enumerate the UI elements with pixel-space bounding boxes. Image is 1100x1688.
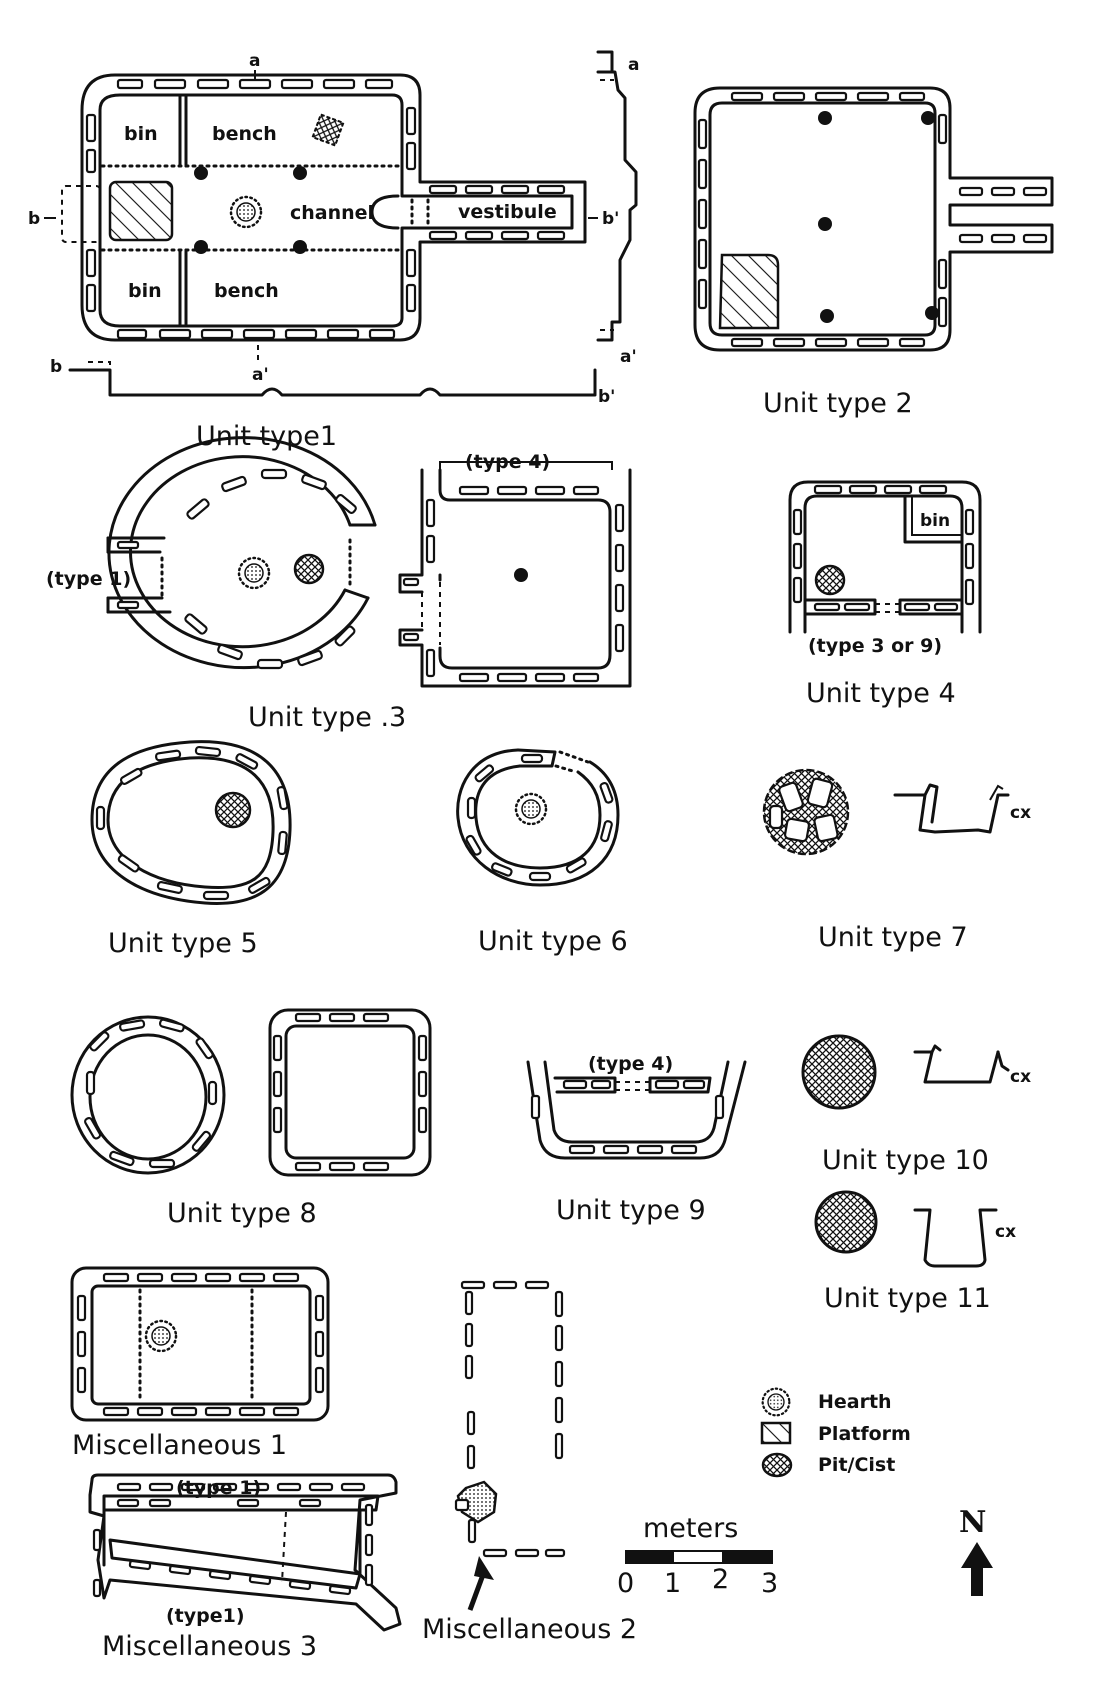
bin-label-south: bin <box>128 280 162 302</box>
caption-unit-type-1: Unit type1 <box>196 421 337 452</box>
miscellaneous-1-plan <box>70 1266 330 1422</box>
unit-type-4-plan: bin (type 3 or 9) <box>788 480 982 657</box>
scale-tick-1: 1 <box>664 1568 681 1599</box>
adjacent-label-type4-unit9: (type 4) <box>588 1053 673 1075</box>
caption-unit-type-3: Unit type .3 <box>248 702 406 733</box>
cx-label-unit11: cx <box>995 1222 1016 1242</box>
entrance-arrow-icon <box>467 1556 494 1611</box>
adjacent-label-type1-unit3: (type 1) <box>46 568 131 590</box>
unit-type-7-plan <box>762 768 850 856</box>
scale-unit-label: meters <box>643 1513 738 1544</box>
caption-miscellaneous-1: Miscellaneous 1 <box>72 1430 287 1461</box>
bin-label-unit4: bin <box>920 511 950 531</box>
caption-unit-type-11: Unit type 11 <box>824 1283 991 1314</box>
legend-hearth-label: Hearth <box>818 1391 892 1413</box>
caption-unit-type-5: Unit type 5 <box>108 928 258 959</box>
adjacent-label-type3or9: (type 3 or 9) <box>808 635 942 657</box>
miscellaneous-3-plan: (type 1) (type1) <box>88 1473 402 1632</box>
caption-miscellaneous-2: Miscellaneous 2 <box>422 1614 637 1645</box>
unit-type-9-plan: (type 4) <box>526 1053 747 1160</box>
legend-pit-cist-label: Pit/Cist <box>818 1454 895 1476</box>
unit-type-11-cross-section: cx <box>913 1208 1016 1268</box>
caption-miscellaneous-3: Miscellaneous 3 <box>102 1631 317 1662</box>
section-marker-b-prime-lower: b' <box>598 387 615 407</box>
adjacent-label-type1-misc3-north: (type 1) <box>176 1477 261 1499</box>
unit-type-6-plan <box>456 748 620 887</box>
unit-type-7-cross-section: cx <box>893 783 1031 834</box>
caption-unit-type-8: Unit type 8 <box>167 1198 317 1229</box>
section-marker-b-left: b <box>28 209 40 229</box>
north-arrow-icon: N <box>959 1505 993 1596</box>
legend-pit-cist-icon <box>761 1452 793 1478</box>
adjacent-label-type4-unit3: (type 4) <box>465 451 550 473</box>
scale-tick-3: 3 <box>761 1568 778 1599</box>
unit-type-10-cross-section: cx <box>913 1044 1031 1087</box>
vestibule-label: vestibule <box>458 201 557 223</box>
caption-unit-type-6: Unit type 6 <box>478 926 628 957</box>
caption-unit-type-2: Unit type 2 <box>763 388 913 419</box>
bench-label-south: bench <box>214 280 279 302</box>
bin-label-north: bin <box>124 123 158 145</box>
scale-bar: meters 0 1 2 3 <box>617 1513 778 1599</box>
unit-type-8-square <box>268 1008 432 1177</box>
legend-platform-icon <box>760 1421 792 1445</box>
cx-label-unit10: cx <box>1010 1067 1031 1087</box>
legend-hearth-icon <box>761 1387 791 1417</box>
legend: Hearth Platform Pit/Cist <box>760 1387 911 1478</box>
scale-tick-2: 2 <box>712 1564 729 1595</box>
channel-label: channel <box>290 202 374 224</box>
unit-type-11-plan <box>814 1190 878 1254</box>
unit-type-8-round <box>70 1015 226 1175</box>
unit-type-3-plan: (type 1) <box>46 436 377 670</box>
adjacent-label-type1-misc3-south: (type1) <box>166 1605 245 1627</box>
unit-type-1-plan: bin bench channel vestibule bin bench a … <box>28 50 639 407</box>
caption-unit-type-4: Unit type 4 <box>806 678 956 709</box>
section-marker-a-elevation: a <box>628 55 639 75</box>
cx-label-unit7: cx <box>1010 803 1031 823</box>
unit-type-3-square-type4: (type 4) <box>398 451 632 688</box>
section-marker-b-prime-right: b' <box>602 209 619 229</box>
section-marker-a-prime-plan: a' <box>252 365 269 385</box>
miscellaneous-2-plan <box>454 1280 566 1611</box>
unit-type-2-plan <box>693 86 1054 352</box>
unit-type-10-plan <box>801 1034 877 1110</box>
legend-platform-label: Platform <box>818 1423 911 1445</box>
north-label: N <box>959 1505 986 1540</box>
caption-unit-type-9: Unit type 9 <box>556 1195 706 1226</box>
caption-unit-type-10: Unit type 10 <box>822 1145 989 1176</box>
caption-unit-type-7: Unit type 7 <box>818 922 968 953</box>
section-marker-a-top: a <box>249 51 260 71</box>
section-marker-a-prime-elevation: a' <box>620 347 637 367</box>
bench-label-north: bench <box>212 123 277 145</box>
unit-type-5-plan <box>90 740 292 905</box>
section-marker-b-lower: b <box>50 357 62 377</box>
scale-tick-0: 0 <box>617 1568 634 1599</box>
